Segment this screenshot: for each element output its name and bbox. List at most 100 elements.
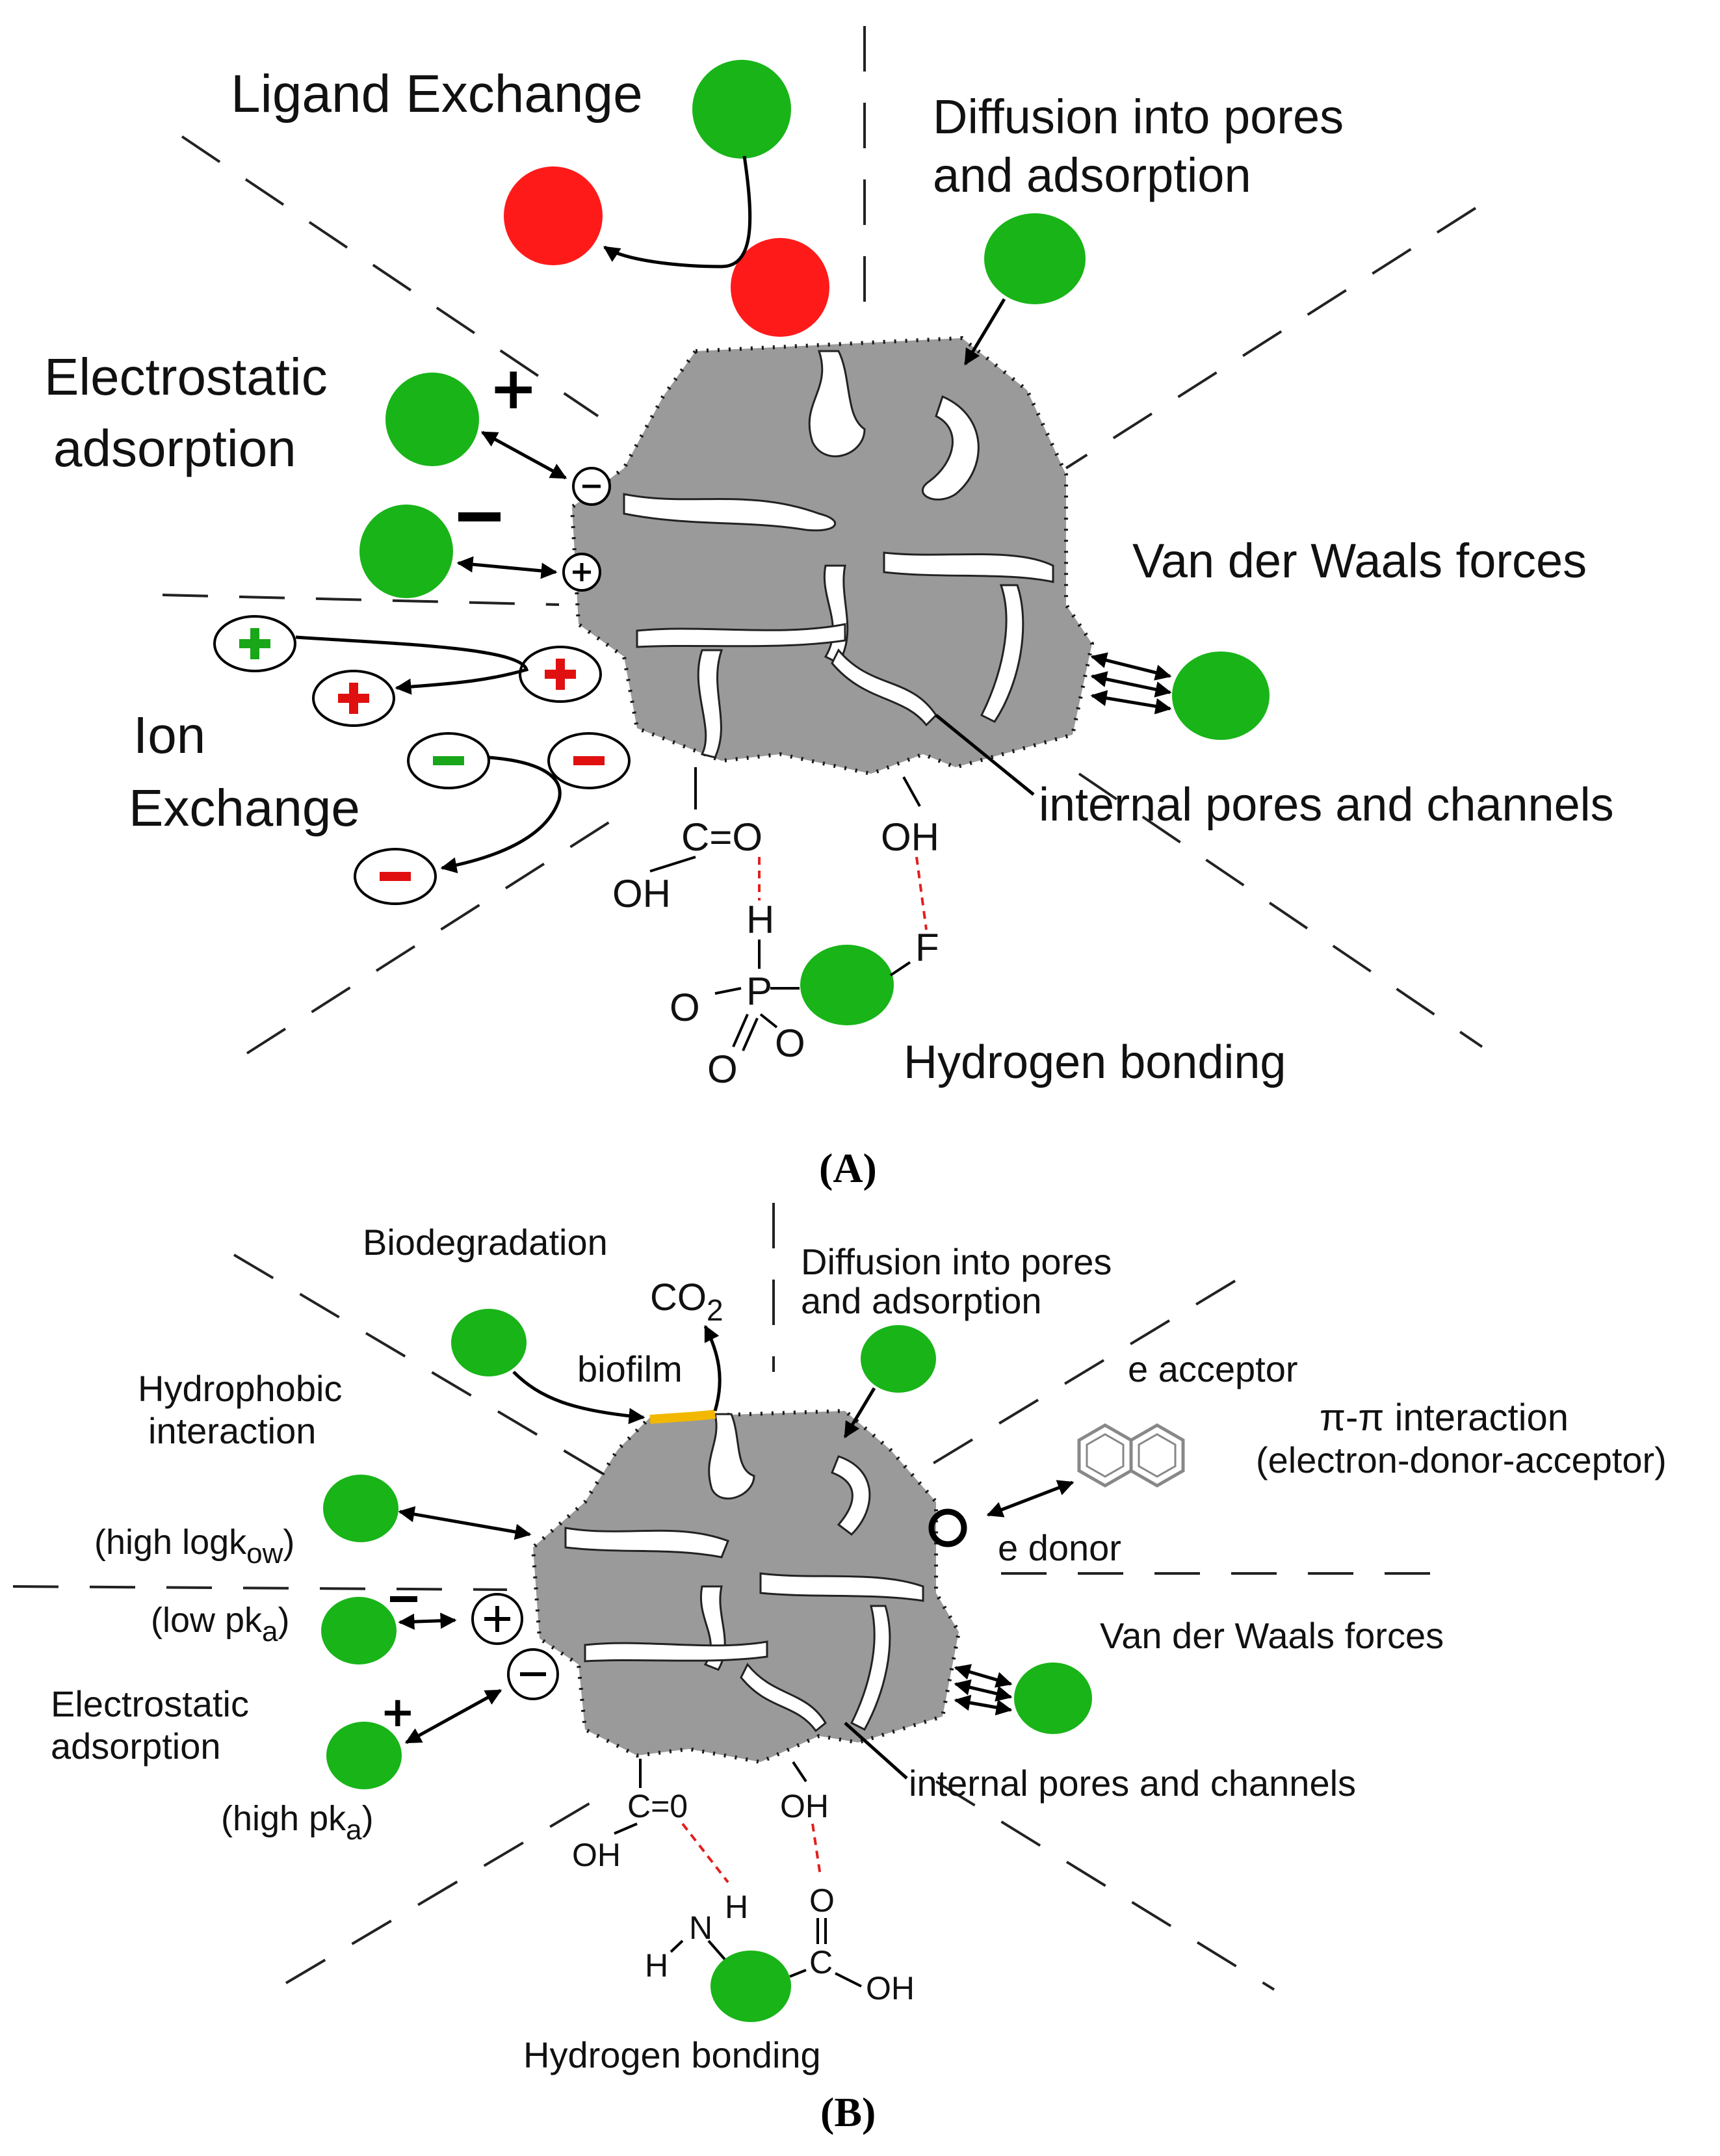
hydrophobic-arrow (398, 1506, 532, 1540)
diffusion-label: Diffusion into pores (801, 1241, 1112, 1282)
o-atom-label: O (670, 986, 700, 1029)
electrostatic-arrow (398, 1612, 457, 1630)
vdw-arrow (1090, 652, 1172, 681)
internal-pores-label: internal pores and channels (1039, 779, 1614, 831)
h-atom-label: H (645, 1947, 668, 1984)
cation-adsorbate-icon (321, 1597, 397, 1664)
adsorbate-icon (323, 1475, 398, 1542)
hydrogen-bond-line (681, 1822, 729, 1884)
high-pka-label: (high pka) (221, 1799, 374, 1846)
divider-line (1065, 207, 1477, 469)
adsorbate-icon (692, 60, 791, 159)
carbonyl-label: C=O (681, 815, 762, 859)
vdw-arrow (1090, 690, 1172, 715)
divider-line (181, 135, 599, 417)
internal-pores-pointer (844, 1722, 908, 1780)
vdw-arrow (954, 1679, 1013, 1702)
vdw-arrow (1090, 671, 1172, 698)
carbonyl-label: C=0 (627, 1788, 688, 1824)
biofilm-label: biofilm (577, 1348, 683, 1389)
adsorbate-icon (710, 1951, 791, 2022)
naphthalene-icon (1077, 1423, 1185, 1488)
minus-charge-icon (390, 1596, 417, 1602)
van-der-waals-label: Van der Waals forces (1132, 534, 1587, 588)
diffusion-arrow (963, 298, 1006, 366)
hydroxyl-oh-label: OH (881, 815, 939, 859)
co2-label: CO2 (650, 1276, 723, 1327)
o-atom-label: O (707, 1047, 738, 1091)
divider-line (162, 594, 560, 606)
diffusion-arrow (843, 1387, 876, 1439)
electrostatic-arrow (456, 556, 558, 579)
divider-line (1078, 772, 1483, 1048)
panel-a-caption: (A) (819, 1145, 877, 1191)
p-atom-label: P (746, 969, 772, 1013)
hydroxyl-oh-label: OH (780, 1788, 829, 1824)
carboxyl-oh-label: OH (572, 1837, 621, 1873)
donor-ring-icon (928, 1508, 967, 1547)
low-pka-label: (low pka) (151, 1601, 290, 1648)
h-atom-label: H (746, 898, 774, 941)
ion-exchange-label-line2: Exchange (129, 779, 360, 837)
panel-b: Biodegradation CO2 biofilm Diffusion int… (12, 1203, 1667, 2135)
diffusion-label: Diffusion into pores (933, 90, 1344, 144)
ion-exchange-label: Ion (133, 706, 205, 764)
adsorbate-icon (451, 1309, 527, 1376)
anion-adsorbate-icon (326, 1722, 402, 1789)
internal-pores-pointer (935, 714, 1035, 796)
c-atom-label: C (809, 1944, 833, 1980)
vdw-arrow (954, 1664, 1013, 1688)
electrostatic-label: Electrostatic (51, 1683, 249, 1724)
carboxyl-oh-label: OH (612, 872, 671, 915)
porous-particle-icon (569, 335, 1095, 776)
divider-line (246, 811, 625, 1055)
internal-pores-label: internal pores and channels (909, 1763, 1356, 1804)
minus-charge-icon (458, 512, 501, 521)
acid-oh-label: OH (866, 1970, 915, 2006)
divider-line (935, 1780, 1275, 1991)
divider-line (285, 1793, 606, 1984)
porous-particle-icon (530, 1408, 961, 1765)
hydrogen-bonding-label: Hydrogen bonding (523, 2034, 821, 2075)
biodegradation-arrow (512, 1371, 645, 1425)
electrostatic-arrow (480, 430, 567, 480)
van-der-waals-label: Van der Waals forces (1100, 1615, 1444, 1656)
f-atom-label: F (915, 926, 939, 969)
pi-pi-label-line2: (electron-donor-acceptor) (1256, 1440, 1667, 1480)
hydrogen-bond-line (915, 856, 928, 930)
divider-line (12, 1585, 508, 1591)
ligand-exchange-arrow (603, 155, 752, 269)
vdw-arrow (954, 1694, 1013, 1716)
diffusion-label-line2: and adsorption (801, 1280, 1042, 1321)
pi-pi-label: π-π interaction (1320, 1397, 1569, 1439)
ligand-exchange-label: Ligand Exchange (231, 64, 643, 124)
o-atom-label: O (775, 1021, 805, 1065)
e-donor-label: e donor (998, 1527, 1121, 1568)
biofilm-layer-icon (649, 1410, 716, 1424)
n-atom-label: N (689, 1910, 712, 1946)
adsorbate-icon (800, 945, 894, 1025)
plus-charge-icon: + (489, 354, 538, 423)
high-logkow-label: (high logkow) (94, 1523, 294, 1570)
hydrophobic-label-line2: interaction (148, 1410, 316, 1451)
electrostatic-label-line2: adsorption (51, 1726, 221, 1767)
electrostatic-label-line2: adsorption (53, 419, 296, 477)
exchanged-ligand-icon (504, 166, 603, 265)
h-atom-label: H (725, 1889, 748, 1925)
hydrogen-bond-line (811, 1823, 822, 1876)
e-acceptor-label: e acceptor (1128, 1348, 1298, 1389)
adsorbate-icon (984, 213, 1086, 304)
surface-ligand-icon (731, 238, 829, 337)
hydrogen-bonding-label: Hydrogen bonding (904, 1036, 1286, 1088)
electrostatic-label: Electrostatic (44, 348, 328, 406)
divider-line (922, 1280, 1236, 1471)
panel-b-caption: (B) (820, 2089, 876, 2135)
panel-a: Ligand Exchange Diffusion into pores and… (44, 26, 1614, 1191)
pi-pi-arrow (986, 1480, 1075, 1518)
ion-exchange-group (213, 615, 631, 905)
anion-adsorbate-icon (359, 505, 453, 598)
adsorbate-icon (861, 1325, 936, 1393)
electrostatic-arrow (404, 1689, 502, 1744)
cation-adsorbate-icon (385, 373, 479, 466)
